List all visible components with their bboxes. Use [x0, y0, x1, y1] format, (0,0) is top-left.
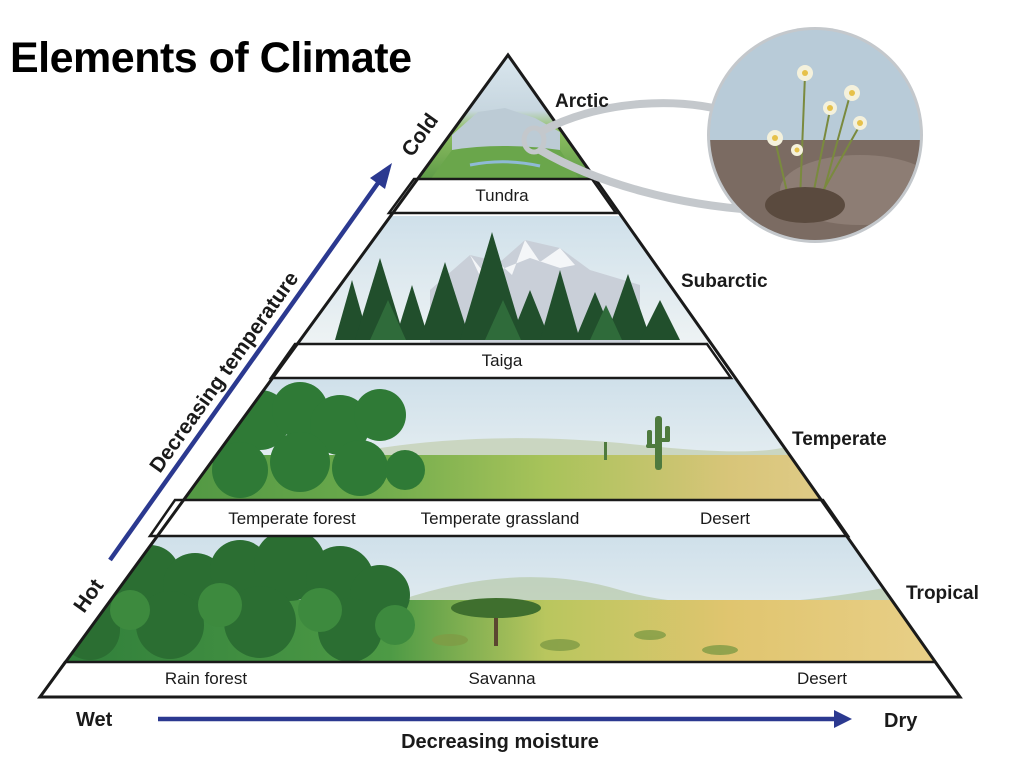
biome-label-temperate-grassland: Temperate grassland — [421, 509, 580, 528]
biome-label-temperate-desert: Desert — [700, 509, 750, 528]
biome-label-temperate-forest: Temperate forest — [228, 509, 356, 528]
temperate-forest-trees — [199, 382, 425, 498]
saguaro-cactus — [604, 416, 670, 470]
biome-label-savanna: Savanna — [468, 669, 536, 688]
biome-label-rain-forest: Rain forest — [165, 669, 247, 688]
moisture-arrow — [158, 710, 852, 728]
biome-label-tropical-desert: Desert — [797, 669, 847, 688]
biome-label-taiga: Taiga — [482, 351, 523, 370]
moisture-wet-label: Wet — [76, 709, 113, 731]
pyramid-outline — [37, 52, 963, 699]
moisture-axis-label: Decreasing moisture — [401, 731, 599, 753]
zone-label-tropical: Tropical — [906, 583, 979, 604]
temperature-arrow — [108, 163, 392, 562]
moisture-dry-label: Dry — [884, 710, 918, 732]
page-title: Elements of Climate — [10, 34, 412, 82]
zone-label-subarctic: Subarctic — [681, 271, 768, 292]
savanna-acacia — [451, 598, 541, 646]
biome-label-tundra: Tundra — [475, 186, 529, 205]
zone-label-temperate: Temperate — [792, 429, 887, 450]
zone-label-arctic: Arctic — [555, 91, 609, 112]
